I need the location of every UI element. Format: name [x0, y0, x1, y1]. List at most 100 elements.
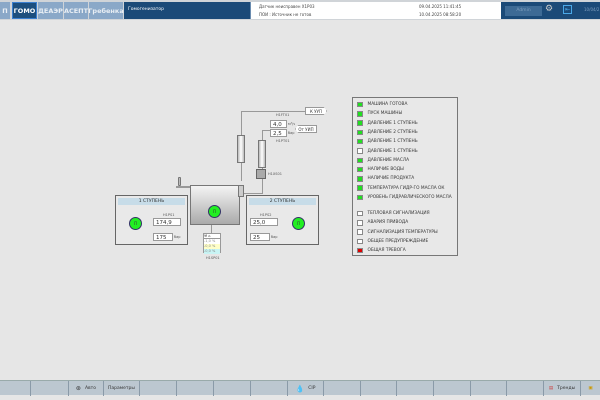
- message-time: 09.04.2025 11:41:45: [419, 4, 462, 9]
- status-indicator: [357, 101, 363, 108]
- status-label: АВАРИЯ ПРИВОДА: [367, 220, 409, 226]
- top-bar: П ГОМО ДЕАЭР АСЕПТ Гребенка Гомогенизато…: [0, 0, 600, 20]
- status-label: ДАВЛЕНИЕ 2 СТУПЕНЬ: [367, 129, 418, 135]
- status-indicator: [357, 194, 363, 201]
- params-button[interactable]: Параметры: [104, 381, 140, 396]
- stage2-title: 2 СТУПЕНЬ: [249, 198, 316, 205]
- clipboard-icon: ▣: [588, 386, 593, 391]
- message-text: Датчик неисправен X1P03: [259, 4, 315, 9]
- footer-slot[interactable]: [140, 381, 177, 396]
- stage2-setpoint[interactable]: 25: [250, 233, 270, 241]
- auto-icon: ⊛: [75, 385, 81, 392]
- homogenizer-body[interactable]: П: [190, 185, 240, 225]
- trends-label: Тренды: [557, 386, 576, 391]
- valve-icon[interactable]: [256, 169, 266, 179]
- footer-slot[interactable]: [507, 381, 544, 396]
- status-row: ОБЩЕЕ ПРЕДУПРЕЖДЕНИЕ: [357, 238, 428, 245]
- local-tag: H1SP01: [206, 256, 220, 260]
- status-row: СИГНАЛИЗАЦИЯ ТЕМПЕРАТУРЫ: [357, 229, 438, 236]
- status-row: ДАВЛЕНИЕ 1 СТУПЕНЬ: [357, 138, 418, 145]
- pressure-value[interactable]: 2,5: [270, 129, 287, 137]
- status-label: ДАВЛЕНИЕ 1 СТУПЕНЬ: [367, 120, 418, 126]
- logout-icon[interactable]: ⇤: [563, 5, 572, 14]
- message-text: ПОИ : Источник не готов: [259, 12, 312, 17]
- stage1-setpoint[interactable]: 175: [153, 233, 173, 241]
- date-label: 10/04/2: [584, 7, 600, 12]
- status-label: ДАВЛЕНИЕ 1 СТУПЕНЬ: [367, 139, 418, 145]
- gauge-icon: [178, 177, 181, 186]
- user-field[interactable]: Admin: [505, 6, 542, 16]
- status-row: АВАРИЯ ПРИВОДА: [357, 219, 408, 226]
- status-label: ОБЩЕЕ ПРЕДУПРЕЖДЕНИЕ: [367, 238, 429, 244]
- footer-slot[interactable]: [177, 381, 214, 396]
- local-value: -1,0 %: [204, 239, 216, 243]
- status-indicator: [357, 247, 363, 254]
- trends-button[interactable]: ▤Тренды: [544, 381, 581, 396]
- footer-slot[interactable]: [397, 381, 434, 396]
- footer-slot[interactable]: [214, 381, 251, 396]
- status-indicator: [357, 176, 363, 182]
- stage1-title: 1 СТУПЕНЬ: [118, 198, 185, 205]
- status-row: НАЛИЧИЕ ПРОДУКТА: [357, 175, 414, 182]
- flow-value[interactable]: 4,0: [270, 120, 287, 128]
- stage1-panel: 1 СТУПЕНЬ П H1PS1 174,9 175 бар: [115, 195, 188, 245]
- local-panel[interactable]: ⚒ ⌂ -1,0 % -0,0 % -0,0 %: [203, 233, 221, 254]
- status-row: ТЕМПЕРАТУРА ГИДР-ГО МАСЛА ОК: [357, 185, 444, 192]
- footer-slot[interactable]: [31, 381, 69, 396]
- status-indicator: [357, 148, 363, 154]
- cip-button[interactable]: 💧CIP: [288, 381, 324, 396]
- stage1-unit: бар: [174, 235, 181, 239]
- user-settings-icon[interactable]: ⚙: [545, 4, 554, 14]
- status-row: УРОВЕНЬ ГИДРАВЛИЧЕСКОГО МАСЛА: [357, 194, 452, 201]
- footer-slot[interactable]: [361, 381, 397, 396]
- outlet-arrow: К УУП: [305, 107, 327, 115]
- pressure-unit: бар: [288, 131, 295, 135]
- screen-title: Гомогенизатор: [124, 2, 251, 19]
- report-button[interactable]: ▣: [581, 381, 600, 396]
- footer-slot[interactable]: [434, 381, 471, 396]
- stage1-motor[interactable]: П: [129, 217, 142, 230]
- user-panel: Admin ⚙ ⇤ 10/04/2: [501, 2, 600, 19]
- status-label: ПУСК МАШИНЫ: [367, 111, 403, 117]
- status-indicator: [357, 138, 363, 145]
- tab-gomo[interactable]: ГОМО: [12, 2, 37, 19]
- status-row: НАЛИЧИЕ ВОДЫ: [357, 166, 404, 173]
- valve-tag: H1XS01: [268, 172, 282, 176]
- footer-slot[interactable]: [0, 381, 31, 396]
- tab-grebenka[interactable]: Гребенка: [88, 2, 124, 19]
- tab-deaer[interactable]: ДЕАЭР: [38, 2, 63, 19]
- status-row: МАШИНА ГОТОВА: [357, 101, 407, 108]
- motor-indicator[interactable]: П: [208, 205, 221, 218]
- status-label: ТЕПЛОВАЯ СИГНАЛИЗАЦИЯ: [367, 211, 430, 216]
- status-label: НАЛИЧИЕ ПРОДУКТА: [367, 176, 415, 182]
- status-row: ДАВЛЕНИЕ 2 СТУПЕНЬ: [357, 129, 418, 136]
- head-block: [238, 185, 244, 197]
- stage2-unit: бар: [271, 235, 278, 239]
- status-indicator: [357, 220, 363, 226]
- bottom-bar: ⊛Авто Параметры 💧CIP ▤Тренды ▣: [0, 380, 600, 396]
- flow-unit: м³/ч: [288, 122, 296, 126]
- status-row: ДАВЛЕНИЕ 1 СТУПЕНЬ: [357, 148, 418, 155]
- status-label: НАЛИЧИЕ ВОДЫ: [367, 167, 404, 173]
- footer-slot[interactable]: [471, 381, 507, 396]
- tab-asept[interactable]: АСЕПТ: [64, 2, 88, 19]
- cip-label: CIP: [308, 386, 316, 391]
- status-indicator: [357, 229, 363, 235]
- footer-slot[interactable]: [324, 381, 361, 396]
- auto-button[interactable]: ⊛Авто: [69, 381, 104, 396]
- tab-p[interactable]: П: [0, 2, 10, 19]
- status-indicator: [357, 185, 363, 191]
- status-label: ОБЩАЯ ТРЕВОГА: [367, 248, 406, 254]
- status-indicator: [357, 238, 363, 245]
- footer-slot[interactable]: [251, 381, 288, 396]
- pressure-tag: H1PT01: [276, 139, 290, 143]
- status-row: ДАВЛЕНИЕ МАСЛА: [357, 157, 409, 164]
- message-panel[interactable]: Датчик неисправен X1P03 09.04.2025 11:41…: [251, 2, 501, 19]
- local-value: -0,0 %: [204, 249, 220, 254]
- status-panel: МАШИНА ГОТОВА ПУСК МАШИНЫ ДАВЛЕНИЕ 1 СТУПЕ…: [352, 97, 458, 256]
- inlet-arrow: От УИП: [295, 125, 317, 133]
- status-indicator: [357, 166, 363, 173]
- status-indicator: [357, 157, 363, 164]
- stage2-motor[interactable]: П: [292, 217, 305, 230]
- status-label: МАШИНА ГОТОВА: [367, 102, 408, 107]
